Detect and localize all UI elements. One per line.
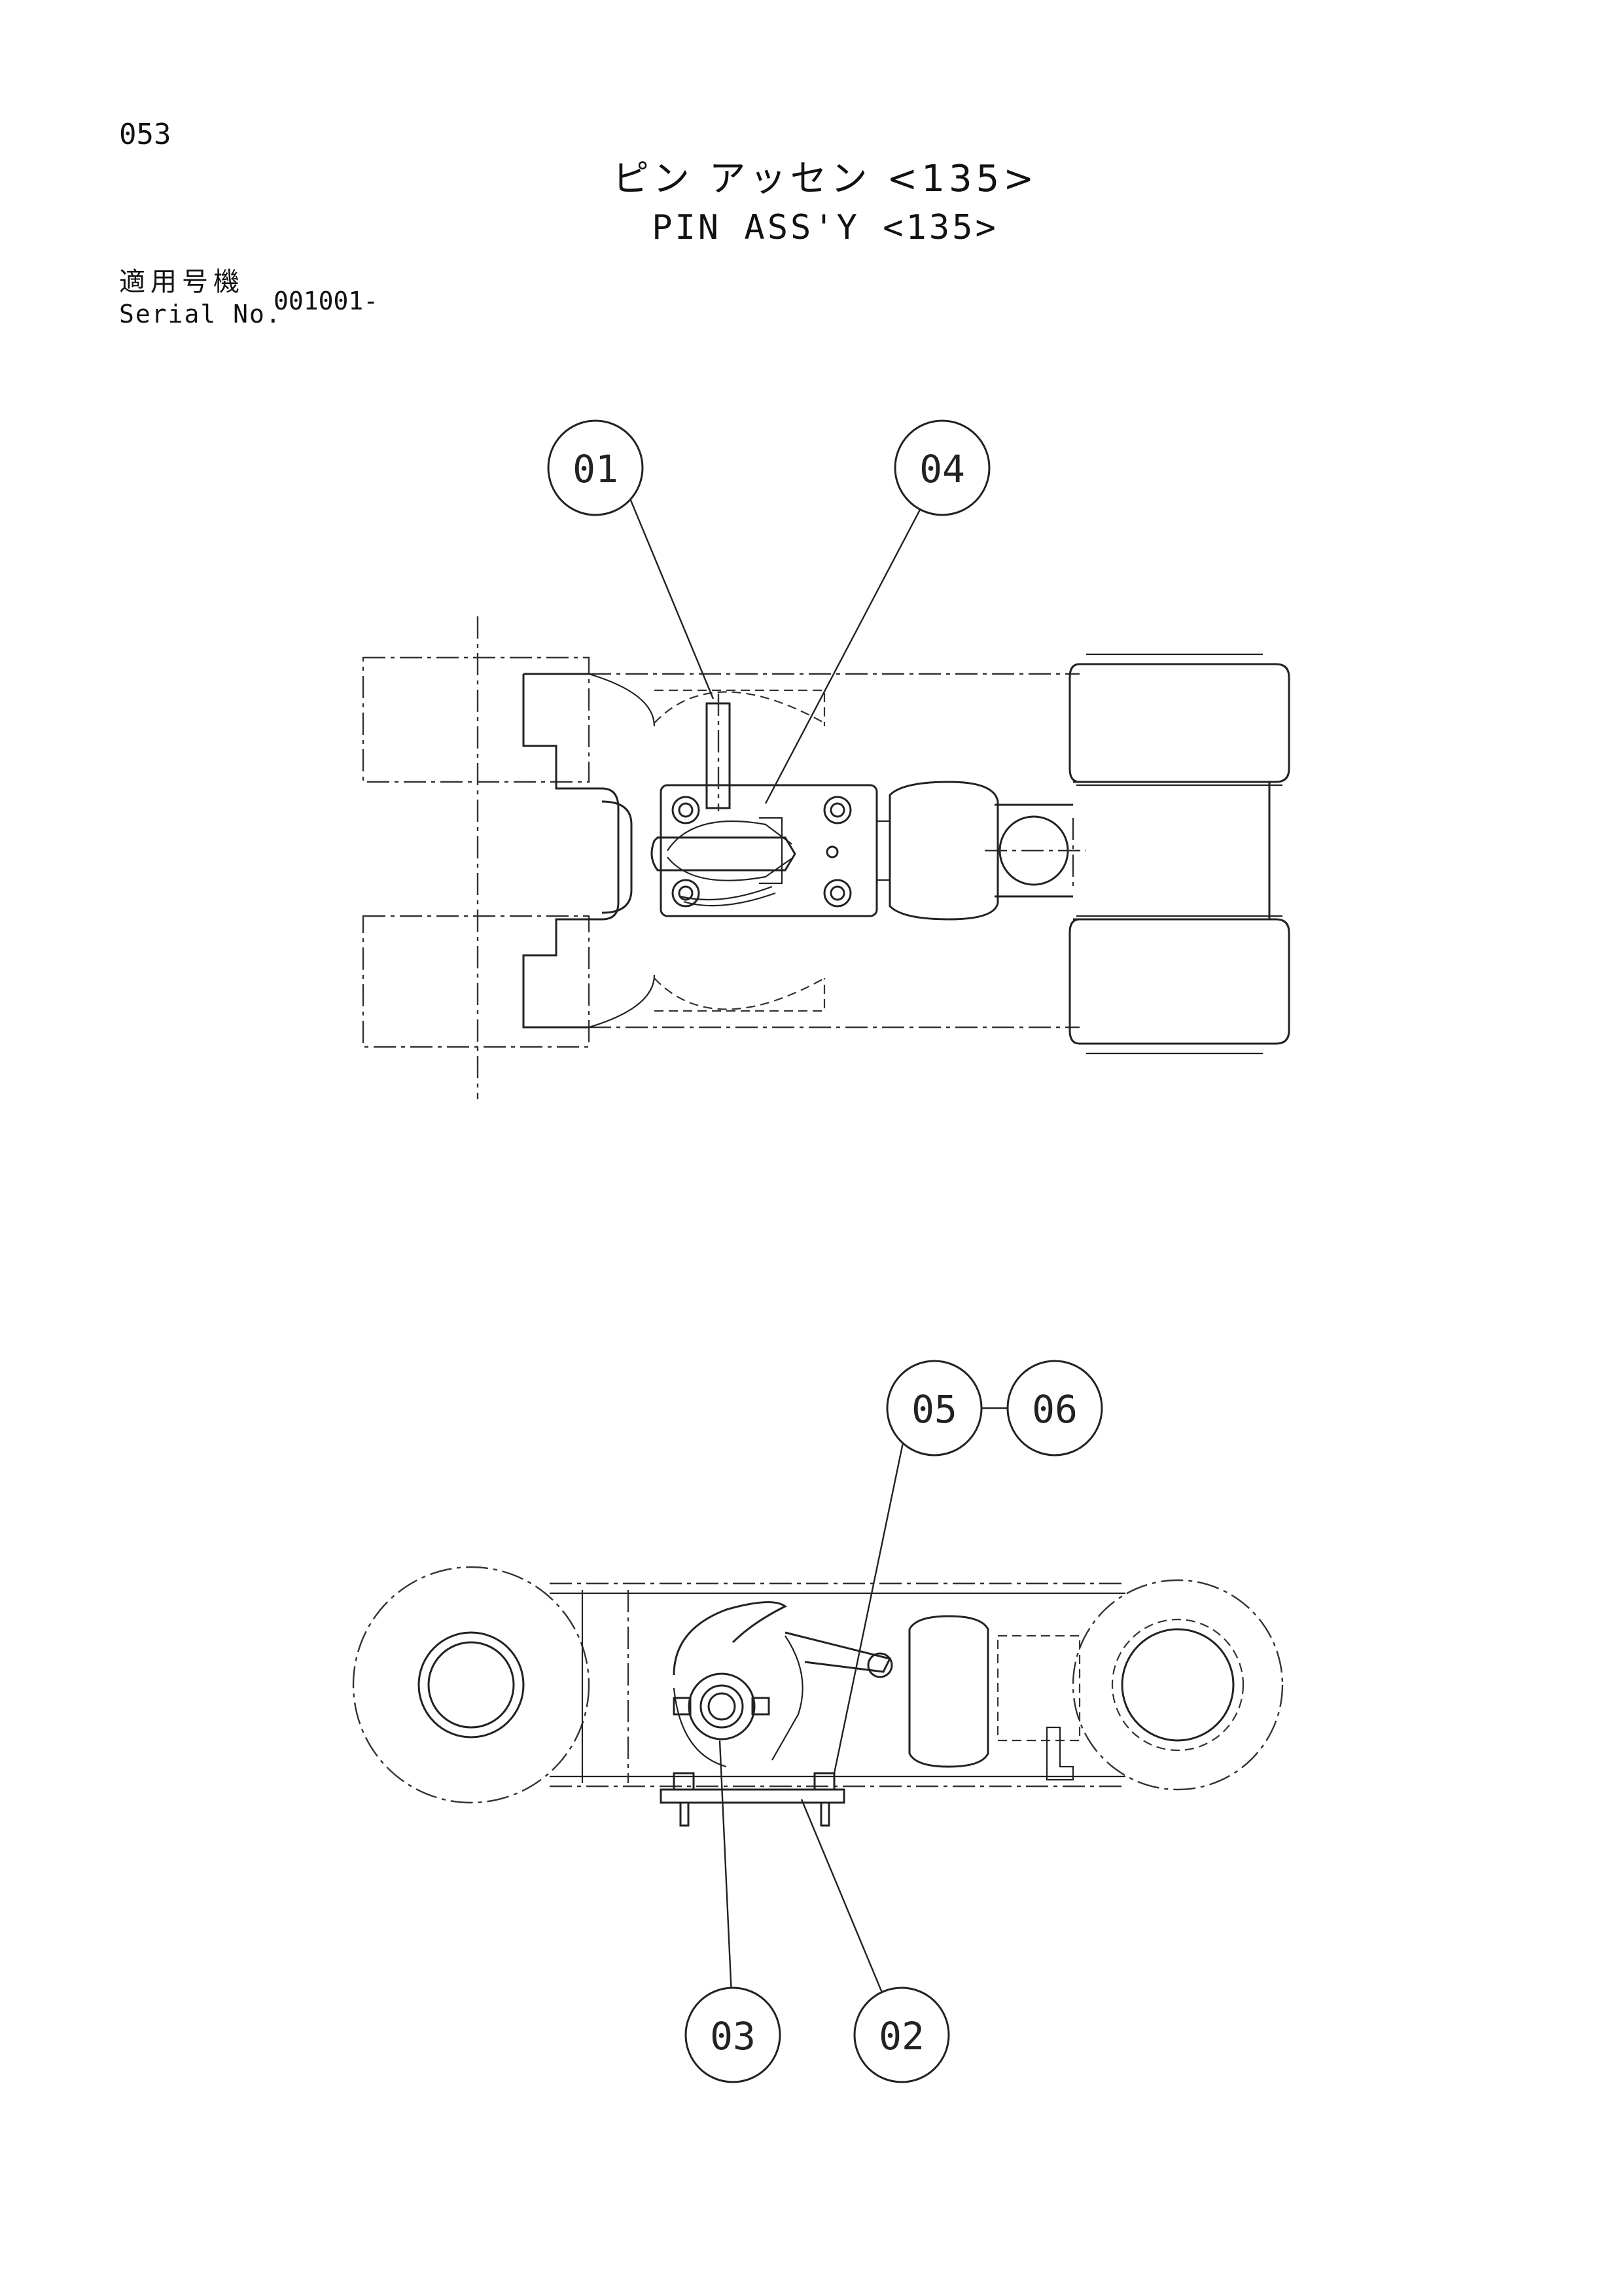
rod-eye-lines <box>995 804 1073 898</box>
cylinder-rod-hidden <box>997 1634 1081 1742</box>
callout-01: 01 <box>547 419 644 516</box>
link-arc <box>654 691 825 1010</box>
callout-04-label: 04 <box>919 447 965 491</box>
pin-core <box>707 1692 736 1721</box>
fork-bracket-inner <box>601 800 633 914</box>
callout-06-circle <box>1006 1360 1103 1457</box>
lever-pivot <box>867 1652 893 1678</box>
right-wheel-lower <box>1068 918 1290 1045</box>
leader-01 <box>627 493 715 699</box>
bolt-top-left-inner <box>678 802 694 818</box>
left-wheel-outer <box>352 1566 590 1804</box>
side-view <box>352 1566 1284 1827</box>
left-wheel-hub <box>417 1631 525 1739</box>
leader-04 <box>764 498 927 804</box>
bolt-top-right-inner <box>830 802 845 818</box>
callout-02: 02 <box>853 1987 950 2083</box>
plate-hole <box>826 845 839 858</box>
callout-05-label: 05 <box>911 1387 957 1432</box>
fork-bracket <box>522 673 620 1029</box>
side-link-inner <box>550 1592 1125 1778</box>
bolt-bottom-right <box>823 879 852 908</box>
callout-05: 05 <box>886 1360 983 1457</box>
callout-06-label: 06 <box>1032 1387 1078 1432</box>
wheel-edge-lines <box>1076 653 1282 1055</box>
callout-03-circle <box>684 1987 781 2083</box>
bolt-bottom-left <box>671 879 700 908</box>
leader-03 <box>718 1740 733 1996</box>
lever-body <box>673 1635 803 1768</box>
serial-label-japanese: 適用号機 <box>119 267 245 297</box>
right-wheel-hub <box>1121 1628 1235 1742</box>
bolt-bottom-left-inner <box>678 885 694 901</box>
spring-coil <box>680 885 776 907</box>
title-english: PIN ASS'Y <135> <box>652 208 998 247</box>
leader-02 <box>800 1799 885 1996</box>
link-body-curve <box>588 673 656 1029</box>
title-japanese: ピン アッセン <135> <box>612 158 1038 200</box>
callout-04-circle <box>894 419 991 516</box>
side-cylinder <box>908 1615 989 1768</box>
left-wheel-hub-inner <box>427 1641 515 1729</box>
right-wheel-hidden <box>1111 1618 1244 1752</box>
clip-wire <box>667 821 792 881</box>
bolt-top-left <box>671 796 700 824</box>
callout-04: 04 <box>894 419 991 516</box>
base-bolt-heads <box>673 1772 836 1791</box>
cylinder-body <box>889 781 999 921</box>
serial-label-english: Serial No. <box>119 300 282 328</box>
left-fork-upper <box>362 656 590 783</box>
clip-latch <box>759 817 783 885</box>
callout-02-circle <box>853 1987 950 2083</box>
right-wheel-center <box>1073 781 1271 921</box>
small-fitting <box>1046 1726 1074 1781</box>
right-wheel-upper <box>1068 663 1290 783</box>
callout-03-label: 03 <box>710 2014 756 2058</box>
callout-01-label: 01 <box>573 447 618 491</box>
callout-06: 06 <box>1006 1360 1103 1457</box>
link-body-outline <box>589 673 1080 1029</box>
lever-arm <box>673 1601 787 1676</box>
callout-03: 03 <box>684 1987 781 2083</box>
base-bolt-shanks <box>679 1803 830 1827</box>
pin-shaft <box>705 702 731 809</box>
pin-head-inner <box>699 1684 744 1729</box>
bolt-top-right <box>823 796 852 824</box>
right-wheel-outer <box>1072 1579 1284 1791</box>
pin-tabs <box>673 1697 770 1716</box>
page-number: 053 <box>119 118 171 151</box>
serial-value: 001001- <box>274 287 379 315</box>
link-hidden <box>654 689 826 1012</box>
callout-02-label: 02 <box>879 2014 925 2058</box>
leader-05 <box>833 1442 904 1774</box>
callout-05-circle <box>886 1360 983 1457</box>
pin-head <box>688 1672 756 1740</box>
left-fork-lower <box>362 915 590 1048</box>
top-view <box>362 616 1290 1099</box>
lock-plate <box>660 784 878 917</box>
lever-link <box>785 1631 892 1673</box>
side-link-outline <box>550 1582 1125 1788</box>
callout-01-circle <box>547 419 644 516</box>
spring-clip <box>650 836 796 872</box>
bolt-bottom-right-inner <box>830 885 845 901</box>
base-plate <box>660 1788 845 1804</box>
cylinder-neck <box>875 820 891 881</box>
leader-lines <box>627 493 1008 1996</box>
